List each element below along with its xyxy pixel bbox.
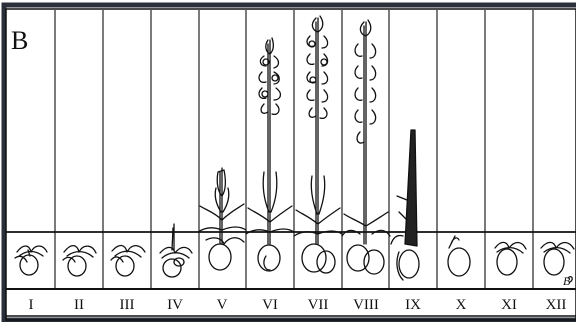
diagram-inner-border bbox=[6, 9, 576, 320]
month-label: VI bbox=[262, 297, 278, 313]
month-label: IX bbox=[405, 297, 421, 313]
month-label: XII bbox=[546, 297, 567, 313]
plant-month-1 bbox=[15, 246, 47, 275]
plant-month-5 bbox=[198, 168, 246, 270]
month-label: XI bbox=[501, 297, 517, 313]
month-label: IV bbox=[167, 297, 183, 313]
plant-month-2 bbox=[63, 246, 96, 276]
signature-mark: B bbox=[563, 274, 571, 288]
month-label: I bbox=[29, 297, 34, 313]
panel-label: B bbox=[11, 28, 28, 54]
month-label: II bbox=[74, 297, 84, 313]
plant-month-3 bbox=[111, 245, 145, 276]
column-dividers bbox=[55, 10, 533, 289]
plant-month-11 bbox=[495, 242, 526, 275]
month-label: VIII bbox=[353, 297, 379, 313]
month-label: VII bbox=[308, 297, 329, 313]
plant-month-6 bbox=[246, 38, 294, 271]
month-label: III bbox=[120, 297, 135, 313]
month-label: X bbox=[456, 297, 467, 313]
plant-month-10 bbox=[448, 236, 470, 276]
plant-month-7 bbox=[294, 16, 342, 273]
diagram-frame bbox=[4, 5, 576, 320]
month-labels: I II III IV V VI VII VIII IX X XI XII bbox=[29, 297, 567, 313]
plant-month-9 bbox=[391, 130, 419, 280]
month-label: V bbox=[217, 297, 228, 313]
plant-month-8 bbox=[342, 20, 390, 274]
